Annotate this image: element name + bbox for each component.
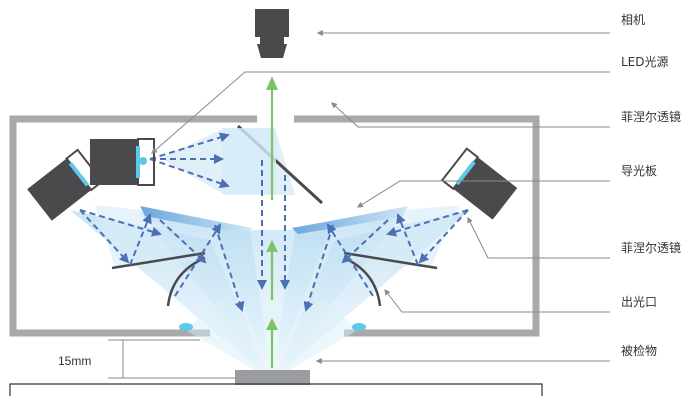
gap-dimension-label: 15mm (58, 354, 91, 368)
stage-platform (9, 383, 543, 396)
housing (9, 115, 540, 337)
reflection-arrows (266, 76, 278, 368)
fresnel-lens-icon (140, 206, 408, 234)
label-light-exit: 出光口 (621, 295, 657, 309)
led-light-icon (440, 147, 518, 220)
gap-dimension (108, 339, 236, 379)
camera-icon (255, 9, 289, 58)
led-light-icon (27, 148, 104, 221)
led-light-icon (179, 323, 366, 331)
label-light-guide-plate: 导光板 (621, 164, 657, 178)
top-fresnel-lens (222, 128, 276, 194)
beam-arrows (79, 132, 469, 312)
label-fresnel-lens-side: 菲涅尔透镜 (621, 240, 681, 255)
leader-lines (151, 30, 610, 364)
label-led-source: LED光源 (621, 55, 669, 69)
label-camera: 相机 (621, 13, 645, 27)
inspected-object (235, 370, 310, 385)
label-fresnel-lens-top: 菲涅尔透镜 (621, 109, 681, 124)
light-guide-plate (111, 251, 438, 270)
label-inspected-object: 被检物 (621, 343, 657, 358)
